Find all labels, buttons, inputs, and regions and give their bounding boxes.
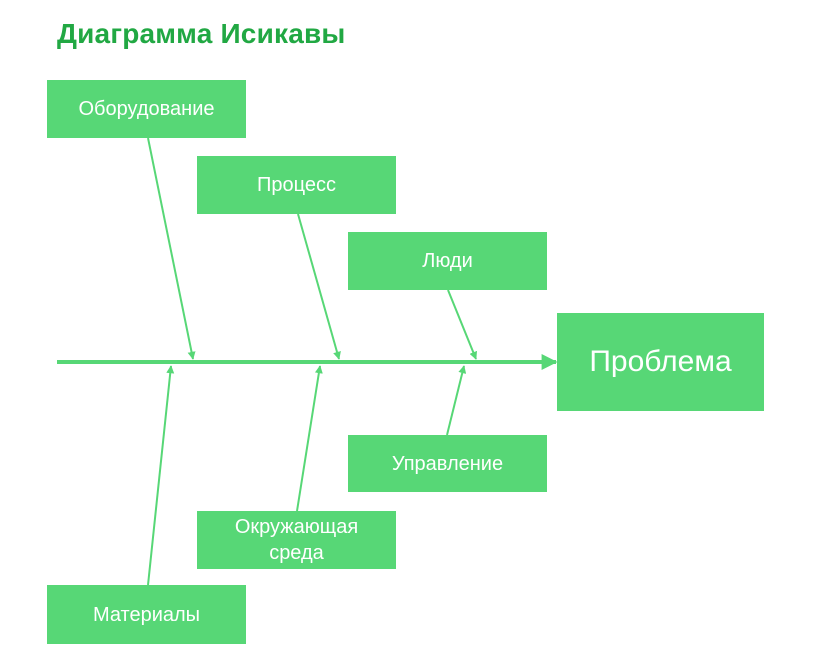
cause-box-people: Люди <box>348 232 547 290</box>
bone-materials <box>147 365 175 586</box>
bone-equipment <box>147 137 196 360</box>
bone-people <box>447 289 477 360</box>
cause-box-environment: Окружающая среда <box>197 511 396 569</box>
cause-label-process: Процесс <box>257 174 336 196</box>
diagram-title: Диаграмма Исикавы <box>57 18 346 49</box>
cause-label-management: Управление <box>391 452 504 475</box>
bone-environment <box>296 365 323 512</box>
cause-box-process: Процесс <box>197 156 396 214</box>
cause-box-materials: Материалы <box>47 585 246 644</box>
bone-process <box>297 213 341 360</box>
cause-label-materials: Материалы <box>92 603 201 626</box>
cause-label-people: Люди <box>422 250 473 272</box>
effect-label: Проблема <box>589 345 732 378</box>
bone-management <box>446 365 467 436</box>
cause-label-environment: Окружающая среда <box>234 516 359 564</box>
effect-box-problem: Проблема <box>557 313 764 411</box>
cause-label-equipment: Оборудование <box>78 98 215 120</box>
cause-box-equipment: Оборудование <box>47 80 246 138</box>
cause-box-management: Управление <box>348 435 547 492</box>
